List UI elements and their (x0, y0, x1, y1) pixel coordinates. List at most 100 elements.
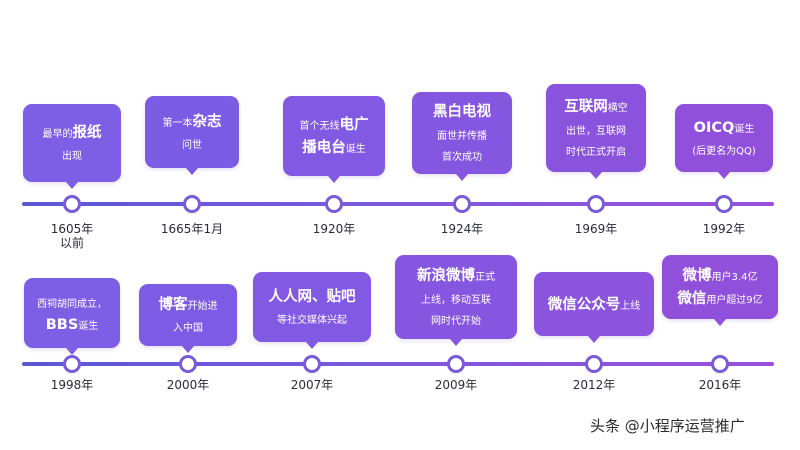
timeline-dot (63, 195, 81, 213)
event-text: 时代正式开启 (566, 147, 626, 159)
card-pointer (588, 335, 600, 343)
event-text: 首次成功 (442, 152, 482, 164)
event-text: 网时代开始 (431, 316, 481, 328)
event-text: 用户超过9亿 (706, 295, 763, 306)
event-card: 西祠胡同成立， BBS诞生 (24, 278, 120, 348)
event-text: 上线，移动互联 (421, 294, 491, 306)
year-label: 2009年 (411, 378, 501, 392)
event-text-line: 最早的报纸 (43, 121, 102, 144)
event-card: 新浪微博正式上线，移动互联网时代开始 (395, 255, 517, 339)
event-keyword: 杂志 (192, 113, 222, 130)
timeline-dot (179, 355, 197, 373)
event-text: 等社交媒体兴起 (277, 315, 347, 327)
event-card: 互联网横空出世，互联网时代正式开启 (546, 84, 646, 172)
event-text-line: 微信用户超过9亿 (677, 287, 762, 310)
event-keyword: 电广 (339, 117, 369, 134)
timeline-dot (63, 355, 81, 373)
timeline-dot (447, 355, 465, 373)
event-text-line: 人人网、贴吧 (269, 285, 356, 308)
card-pointer (182, 345, 194, 353)
timeline-axis-2 (22, 362, 774, 366)
year-text-secondary: 以前 (59, 236, 84, 250)
timeline-dot (711, 355, 729, 373)
event-text-line: 博客开始进 (159, 293, 218, 316)
event-text: 诞生 (345, 144, 366, 155)
timeline-dot (303, 355, 321, 373)
event-card: 人人网、贴吧等社交媒体兴起 (253, 272, 371, 342)
card-pointer (66, 347, 78, 355)
event-text-line: OICQ诞生 (694, 116, 755, 139)
year-label: 2007年 (267, 378, 357, 392)
event-text-line: 出现 (62, 143, 82, 165)
card-pointer (186, 167, 198, 175)
event-text-line: 第一本杂志 (163, 110, 222, 133)
event-card: 最早的报纸出现 (23, 104, 121, 182)
year-text: 1920年 (312, 222, 356, 236)
event-text: 首个无线 (299, 121, 340, 133)
event-text: 入中国 (173, 323, 203, 335)
card-pointer (456, 173, 468, 181)
watermark: 头条 @小程序运营推广 (590, 417, 745, 435)
event-text-line: 首个无线电广 (300, 113, 369, 136)
event-keyword: 微信 (677, 291, 707, 307)
event-card: 微信公众号上线 (534, 272, 654, 336)
year-text: 1992年 (702, 222, 746, 236)
event-keyword: 黑白电视 (433, 104, 491, 121)
event-card: OICQ诞生(后更名为QQ) (675, 104, 773, 172)
year-text: 1665年1月 (160, 222, 224, 236)
event-keyword: 人人网、贴吧 (268, 288, 356, 305)
event-keyword: 新浪微博 (417, 268, 475, 285)
event-text-line: 入中国 (173, 315, 203, 337)
event-text: 上线 (620, 300, 641, 312)
event-text: 第一本 (162, 117, 193, 129)
year-text: 2009年 (434, 378, 478, 392)
timeline-dot (587, 195, 605, 213)
event-text-line: 问世 (182, 132, 202, 154)
event-text: 诞生 (734, 123, 755, 135)
year-label: 1969年 (551, 222, 641, 236)
event-text-line: 新浪微博正式 (417, 264, 495, 287)
timeline-axis-1 (22, 202, 774, 206)
event-card: 第一本杂志问世 (145, 96, 239, 168)
event-text: 出世，互联网 (566, 125, 626, 137)
event-text: 最早的 (42, 128, 73, 140)
event-card: 博客开始进入中国 (139, 284, 237, 346)
timeline-dot (715, 195, 733, 213)
event-keyword: OICQ (693, 119, 735, 136)
year-label: 1605年以前 (27, 222, 117, 250)
timeline-dot (183, 195, 201, 213)
year-text: 2016年 (698, 378, 742, 392)
event-text-line: 等社交媒体兴起 (277, 307, 347, 329)
card-pointer (714, 318, 726, 326)
event-text-line: 微博用户3.4亿 (683, 264, 758, 287)
event-text: 问世 (182, 140, 202, 152)
event-text-line: 面世并传播 (437, 123, 487, 145)
event-text-line: BBS诞生 (46, 313, 99, 336)
event-keyword: 微信公众号 (547, 296, 621, 313)
event-text-line: 时代正式开启 (566, 139, 626, 161)
year-text: 2007年 (290, 378, 334, 392)
year-label: 1924年 (417, 222, 507, 236)
event-text: 出现 (62, 151, 82, 163)
event-text-line: 网时代开始 (431, 308, 481, 330)
card-pointer (66, 181, 78, 189)
card-pointer (450, 338, 462, 346)
event-text: 正式 (475, 272, 495, 284)
timeline-dot (325, 195, 343, 213)
year-label: 1920年 (289, 222, 379, 236)
event-text: 开始进 (187, 300, 218, 312)
event-text: 诞生 (78, 320, 99, 332)
year-label: 1998年 (27, 378, 117, 392)
event-text-line: 播电台诞生 (302, 136, 366, 159)
year-label: 2000年 (143, 378, 233, 392)
event-keyword: 报纸 (72, 124, 102, 141)
event-keyword: 微博 (682, 268, 712, 285)
year-label: 1992年 (679, 222, 769, 236)
card-pointer (718, 171, 730, 179)
event-text: 西祠胡同成立， (37, 298, 107, 310)
year-text: 2000年 (166, 378, 210, 392)
event-text-line: 黑白电视 (433, 100, 491, 123)
event-card: 首个无线电广播电台诞生 (283, 96, 385, 176)
year-label: 2012年 (549, 378, 639, 392)
timeline-dot (453, 195, 471, 213)
